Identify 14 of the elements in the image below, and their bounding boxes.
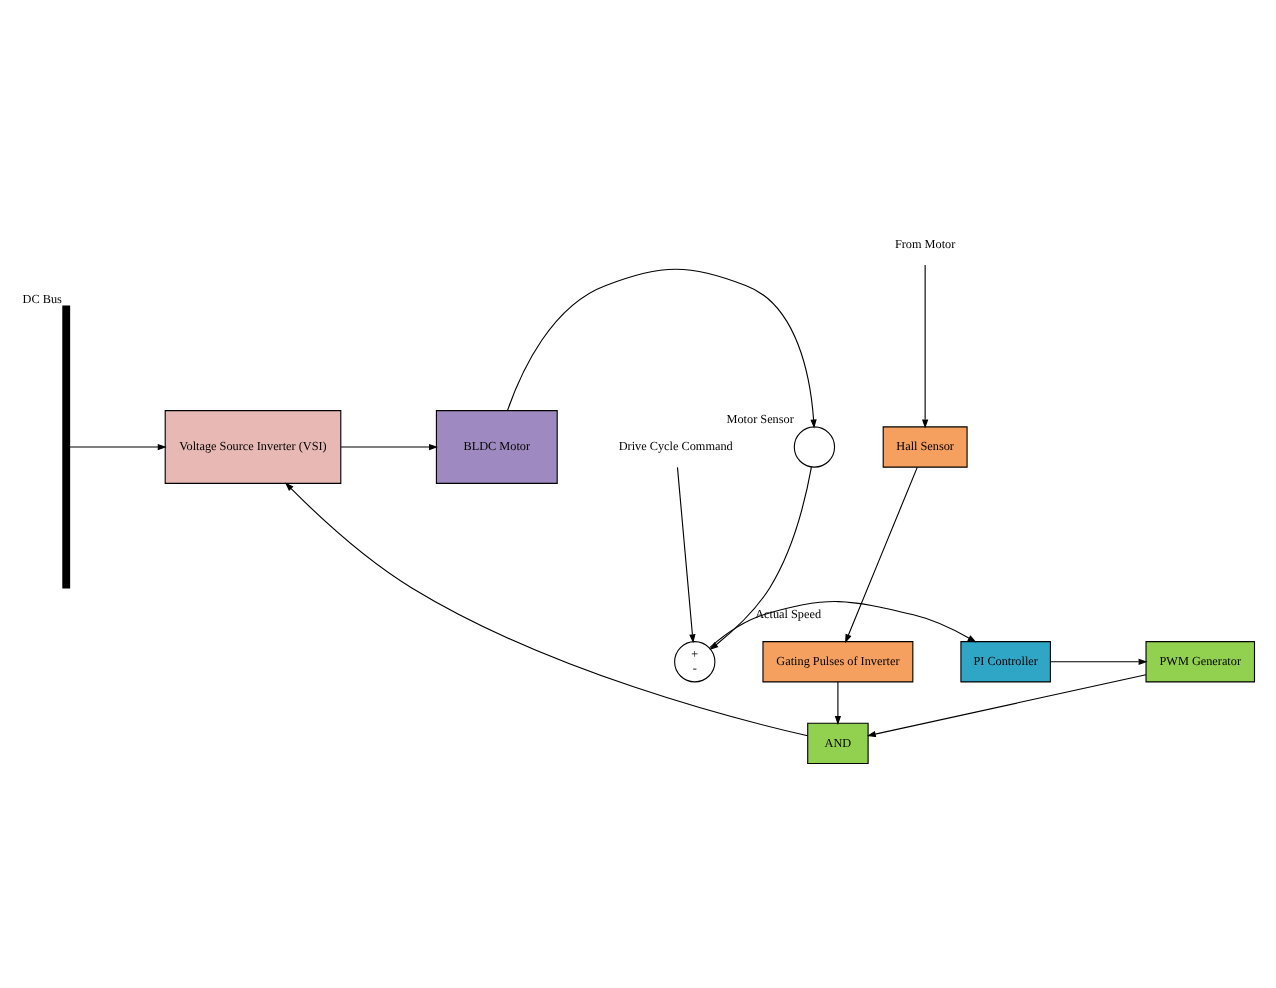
- arrow: [845, 466, 918, 644]
- arrow: [506, 268, 817, 429]
- arrow: [1049, 658, 1148, 665]
- node-box: [62, 305, 71, 589]
- arrow: [340, 443, 438, 451]
- arrow: [709, 466, 812, 651]
- arrow: [284, 482, 809, 737]
- node-circle: [793, 426, 836, 468]
- arrow: [69, 443, 167, 451]
- arrow: [676, 466, 696, 644]
- arrow: [866, 674, 1147, 738]
- arrow: [834, 681, 842, 725]
- arrow: [709, 601, 977, 649]
- arrow: [922, 264, 929, 429]
